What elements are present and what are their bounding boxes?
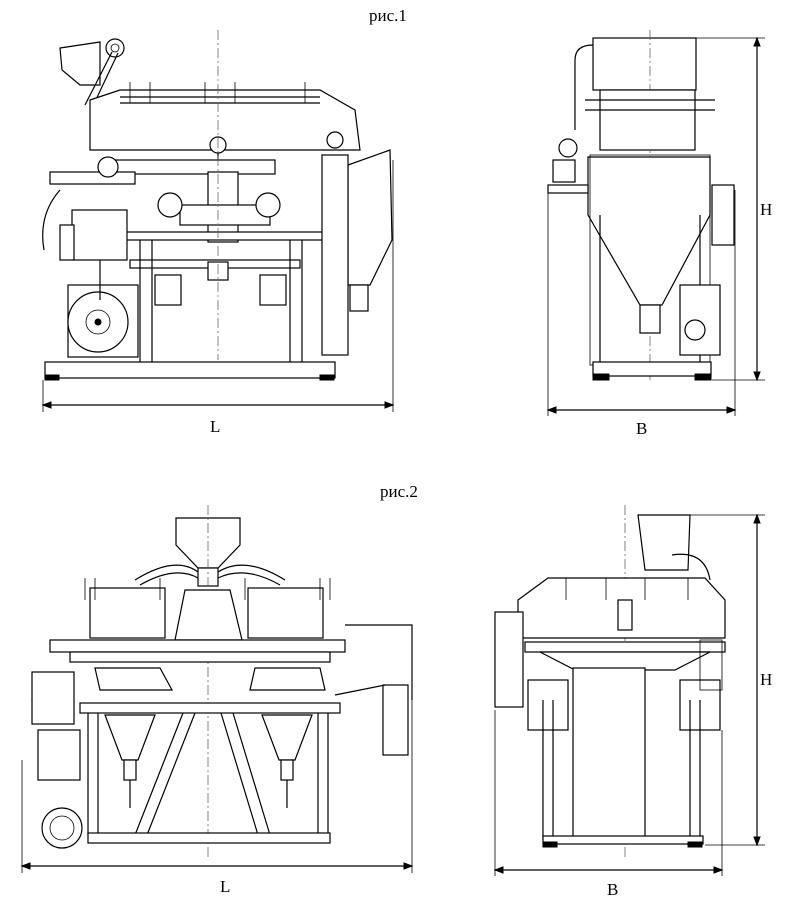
figure-1-front-view <box>41 30 395 412</box>
figure-1-side-view <box>546 30 765 416</box>
figure-1-dimension-length: L <box>210 417 220 436</box>
figure-2-front-view <box>20 505 414 873</box>
figure-1-dimension-width: B <box>636 419 647 438</box>
figure-2-dimension-width: B <box>607 880 618 899</box>
figure-1-caption: рис.1 <box>369 6 407 25</box>
figure-2-dimension-height: H <box>760 670 772 689</box>
figure-2-side-view <box>493 505 765 876</box>
figure-2-dimension-length: L <box>220 877 230 896</box>
figure-2-caption: рис.2 <box>380 482 418 501</box>
figure-1-dimension-height: H <box>760 200 772 219</box>
